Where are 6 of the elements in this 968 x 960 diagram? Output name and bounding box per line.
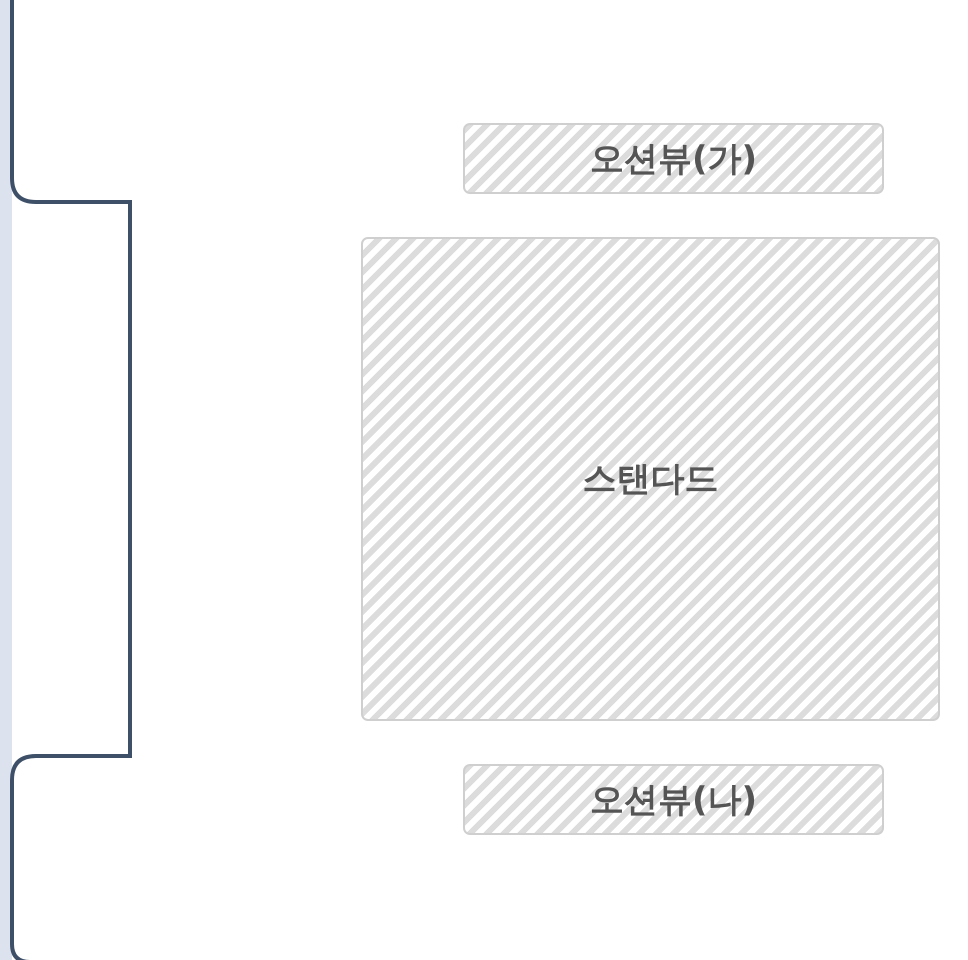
- room-area: [463, 764, 884, 835]
- room-label: 오션뷰(나): [590, 778, 758, 822]
- room-area: [361, 237, 940, 721]
- room-label: 스탠다드: [582, 458, 718, 501]
- room-label: 오션뷰(가): [590, 138, 758, 180]
- room-area: [463, 123, 884, 194]
